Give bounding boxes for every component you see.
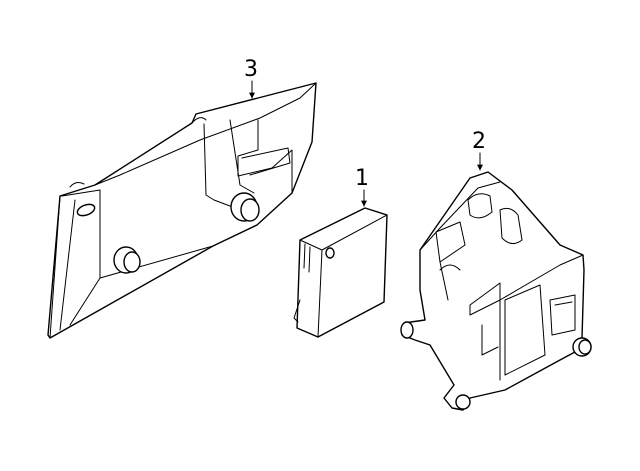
part-1-module bbox=[293, 207, 388, 338]
callout-2: 2 bbox=[472, 129, 486, 171]
callout-3: 3 bbox=[244, 57, 258, 99]
callout-1: 1 bbox=[355, 166, 369, 207]
callout-3-label: 3 bbox=[244, 57, 258, 82]
part-3-cover bbox=[47, 82, 317, 339]
part-2-bracket bbox=[400, 171, 592, 411]
callout-1-label: 1 bbox=[355, 166, 369, 191]
callout-2-label: 2 bbox=[472, 129, 486, 154]
